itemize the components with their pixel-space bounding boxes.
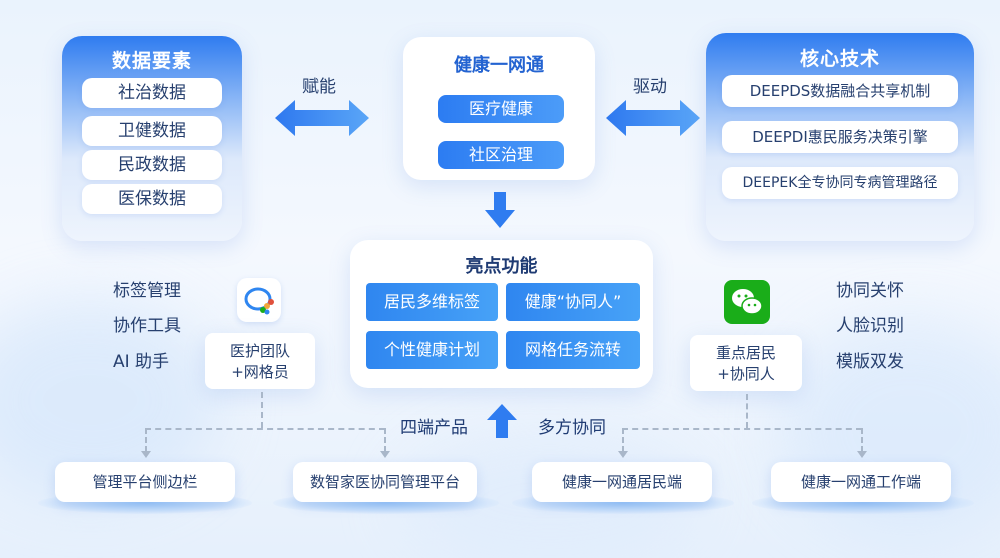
connector-left-arrow1 xyxy=(141,451,151,458)
right-user-line1: 重点居民 xyxy=(715,344,776,362)
left-user-line1: 医护团队 xyxy=(229,342,290,360)
connector-right-arrow2 xyxy=(857,451,867,458)
left-feature-collab: 协作工具 xyxy=(113,316,181,336)
right-feature-face: 人脸识别 xyxy=(836,316,904,336)
connector-right-horizontal xyxy=(622,428,862,430)
highlights-title: 亮点功能 xyxy=(465,256,538,277)
platform-resident-app: 健康一网通居民端 xyxy=(532,462,712,502)
connector-left-arrow2 xyxy=(380,451,390,458)
feature-resident-tags: 居民多维标签 xyxy=(366,283,498,321)
connector-right-drop1 xyxy=(622,428,624,452)
data-elements-title: 数据要素 xyxy=(111,50,192,72)
data-item-civil: 民政数据 xyxy=(82,150,222,180)
feature-health-partner: 健康“协同人” xyxy=(506,283,640,321)
four-end-label: 四端产品 xyxy=(400,418,468,438)
down-arrow xyxy=(485,192,515,228)
right-user-line2: +协同人 xyxy=(717,365,775,383)
left-feature-tags: 标签管理 xyxy=(113,281,181,301)
left-user-box: 医护团队 +网格员 xyxy=(205,333,315,389)
tech-item-deepek: DEEPEK全专协同专病管理路径 xyxy=(722,167,958,199)
data-item-insurance: 医保数据 xyxy=(82,184,222,214)
double-arrow-left xyxy=(275,100,369,136)
feature-grid-task: 网格任务流转 xyxy=(506,331,640,369)
platform-worker-app: 健康一网通工作端 xyxy=(771,462,951,502)
wechat-icon xyxy=(724,280,770,324)
connector-right-vertical xyxy=(746,394,748,428)
multi-party-label: 多方协同 xyxy=(538,418,606,438)
left-user-line2: +网格员 xyxy=(231,363,289,381)
highlights-card: 亮点功能 居民多维标签 健康“协同人” 个性健康计划 网格任务流转 xyxy=(350,240,653,388)
health-network-title: 健康一网通 xyxy=(454,55,544,76)
connector-right-drop2 xyxy=(861,428,863,452)
left-feature-ai: AI 助手 xyxy=(113,352,170,372)
empower-label: 赋能 xyxy=(302,77,336,97)
connector-left-drop2 xyxy=(384,428,386,452)
tech-item-deepds: DEEPDS数据融合共享机制 xyxy=(722,75,958,107)
right-user-box: 重点居民 +协同人 xyxy=(690,335,802,391)
health-network-card: 健康一网通 医疗健康 社区治理 xyxy=(403,37,595,180)
tech-item-deepdi: DEEPDI惠民服务决策引擎 xyxy=(722,121,958,153)
medical-health-pill: 医疗健康 xyxy=(438,95,564,123)
community-governance-pill: 社区治理 xyxy=(438,141,564,169)
platform-admin-sidebar: 管理平台侧边栏 xyxy=(55,462,235,502)
data-item-health: 卫健数据 xyxy=(82,116,222,146)
wecom-icon xyxy=(237,278,281,322)
connector-left-horizontal xyxy=(145,428,385,430)
data-item-social: 社治数据 xyxy=(82,78,222,108)
drive-label: 驱动 xyxy=(633,77,667,97)
feature-personal-plan: 个性健康计划 xyxy=(366,331,498,369)
connector-left-drop1 xyxy=(145,428,147,452)
core-tech-title: 核心技术 xyxy=(799,48,880,70)
data-elements-panel: 数据要素 社治数据 卫健数据 民政数据 医保数据 xyxy=(62,36,242,241)
platform-family-doctor: 数智家医协同管理平台 xyxy=(293,462,477,502)
connector-left-vertical xyxy=(261,392,263,428)
up-arrow xyxy=(487,404,517,438)
right-feature-template: 模版双发 xyxy=(836,352,904,372)
right-feature-care: 协同关怀 xyxy=(836,281,904,301)
connector-right-arrow1 xyxy=(618,451,628,458)
core-tech-panel: 核心技术 DEEPDS数据融合共享机制 DEEPDI惠民服务决策引擎 DEEPE… xyxy=(706,33,974,241)
double-arrow-right xyxy=(606,100,700,136)
